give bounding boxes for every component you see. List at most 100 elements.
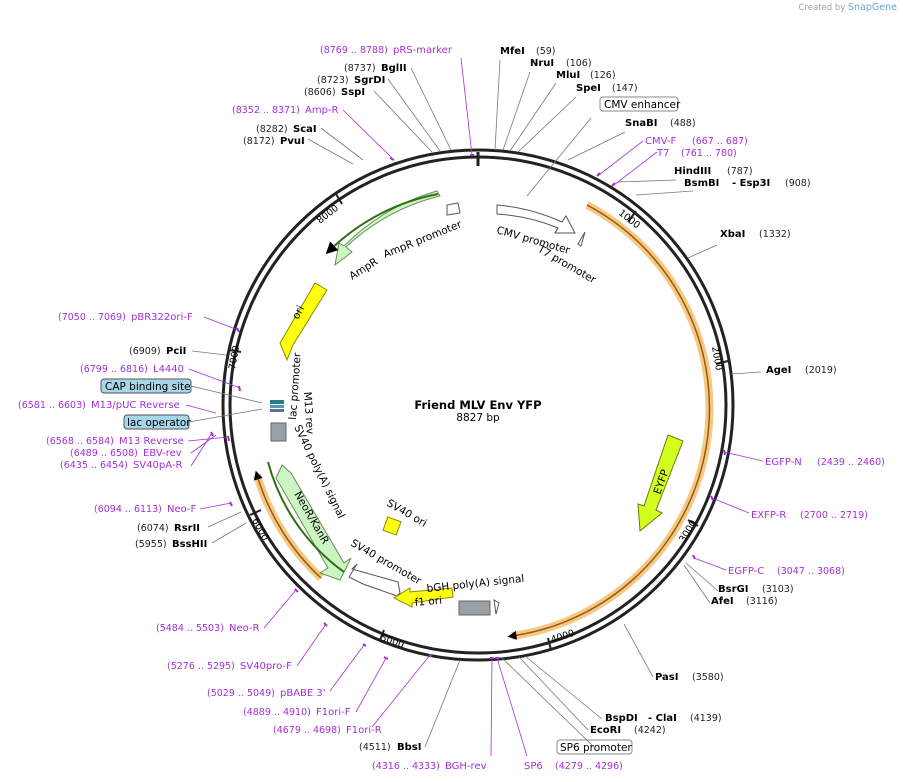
f1-ori-feature[interactable] (392, 587, 454, 608)
enzyme-ecori-pos: (4242) (634, 725, 666, 736)
sv40-promoter-feature[interactable] (348, 563, 401, 597)
enzyme-esp3i-pos: (908) (785, 178, 811, 189)
enzyme-agei-pos: (2019) (805, 365, 837, 376)
primer-neo-f[interactable]: Neo-F (167, 504, 197, 515)
cap-binding-site-box[interactable]: CAP binding site (100, 378, 192, 394)
primer-m13-puc-reverse-pos: (6581 .. 6603) (18, 400, 86, 411)
plasmid-size: 8827 bp (456, 412, 500, 424)
primer-l4440-pos: (6799 .. 6816) (80, 364, 148, 375)
enzyme-afei[interactable]: AfeI (711, 596, 734, 607)
cmv-promoter-feature[interactable] (496, 204, 576, 234)
primer-neo-r[interactable]: Neo-R (229, 623, 260, 634)
enzyme-xbai[interactable]: XbaI (720, 229, 745, 240)
primer-bgh-rev[interactable]: BGH-rev (445, 761, 487, 772)
primer-egfp-c[interactable]: EGFP-C (728, 566, 764, 577)
primer-sp6-pos: (4279 .. 4296) (555, 761, 623, 772)
bgh-label: bGH poly(A) signal (426, 573, 525, 595)
enzyme-pvui[interactable]: PvuI (280, 136, 305, 147)
enzyme-clai-pos: (4139) (690, 713, 722, 724)
primer-sv40pro-f[interactable]: SV40pro-F (240, 661, 292, 672)
plasmid-backbone (221, 148, 735, 662)
enzyme-pcii[interactable]: PciI (166, 346, 186, 357)
enzyme-rsrii[interactable]: RsrII (174, 523, 200, 534)
primer-ebv-rev[interactable]: EBV-rev (143, 448, 182, 459)
primer-egfp-n[interactable]: EGFP-N (765, 457, 802, 468)
enzyme-sspi[interactable]: SspI (341, 87, 365, 98)
amp-promoter-feature[interactable] (446, 202, 461, 216)
m13-rev-label: M13 rev (301, 391, 316, 434)
enzyme-snabi[interactable]: SnaBI (625, 118, 657, 129)
enzyme-scai[interactable]: ScaI (293, 124, 317, 135)
primer-pbr322ori-f[interactable]: pBR322ori-F (131, 312, 193, 323)
bgh-feature[interactable] (458, 600, 491, 616)
enzyme-afei-pos: (3116) (746, 596, 778, 607)
enzyme-bsshii[interactable]: BssHII (172, 539, 207, 550)
t7-promoter-feature[interactable] (577, 231, 586, 247)
primer-t7[interactable]: T7 (656, 148, 669, 159)
neor-feature[interactable] (275, 464, 352, 581)
enzyme-agei[interactable]: AgeI (766, 365, 791, 376)
primer-sv40pa-r-pos: (6435 .. 6454) (60, 460, 128, 471)
primer-sp6[interactable]: SP6 (524, 761, 543, 772)
lac-operator-box[interactable]: lac operator (123, 414, 191, 430)
primer-l4440[interactable]: L4440 (153, 364, 184, 375)
enzyme-spei-pos: (147) (612, 83, 638, 94)
primer-m13-reverse-pos: (6568 .. 6584) (46, 436, 114, 447)
sp6-small-feature[interactable] (493, 599, 500, 615)
enzyme-sgrdi[interactable]: SgrDI (354, 75, 385, 86)
enzyme-ecori[interactable]: EcoRI (590, 725, 621, 736)
enzyme-clai[interactable]: - ClaI (648, 713, 677, 724)
enzyme-hindiii-pos: (787) (727, 166, 753, 177)
tick-7000: 7000 (227, 345, 242, 371)
enzyme-esp3i[interactable]: - Esp3I (732, 178, 770, 189)
enzyme-pvui-pos: (8172) (243, 136, 275, 147)
enzyme-nrui[interactable]: NruI (530, 58, 554, 69)
enzyme-mlui-pos: (126) (590, 70, 616, 81)
primer-prs-marker-pos: (8769 .. 8788) (320, 45, 388, 56)
snapgene-credit: Created by SnapGene (799, 2, 897, 13)
ori-label: ori (290, 304, 307, 322)
orange-feature-env[interactable] (511, 201, 714, 640)
enzyme-bsmbi[interactable]: BsmBI (684, 178, 719, 189)
sp6-promoter-box[interactable]: SP6 promoter (556, 739, 633, 755)
primer-m13-reverse[interactable]: M13 Reverse (119, 436, 184, 447)
enzyme-spei[interactable]: SpeI (576, 83, 601, 94)
primer-labels: pRS-marker (8769 .. 8788) Amp-R (8352 ..… (18, 45, 885, 772)
orange-feature-neo-line (253, 470, 322, 579)
primer-f1ori-f[interactable]: F1ori-F (316, 707, 351, 718)
amp-promoter-label: AmpR promoter (382, 218, 464, 261)
primer-marks (210, 154, 726, 660)
sv40-ori-feature[interactable] (382, 516, 402, 536)
enzyme-bglii[interactable]: BglII (381, 63, 407, 74)
sp6-promoter-label: SP6 promoter (560, 742, 632, 754)
enzyme-pasi[interactable]: PasI (655, 672, 678, 683)
ori-feature[interactable] (279, 282, 328, 362)
orange-feature-env-line (507, 204, 711, 640)
enzyme-mlui[interactable]: MluI (556, 70, 580, 81)
enzyme-bbsi[interactable]: BbsI (397, 742, 421, 753)
eyfp-feature[interactable] (637, 434, 684, 532)
primer-neo-r-pos: (5484 .. 5503) (156, 623, 224, 634)
primer-f1ori-f-pos: (4889 .. 4910) (243, 707, 311, 718)
primer-f1ori-r[interactable]: F1ori-R (346, 725, 382, 736)
boxed-label-leaders (188, 385, 595, 748)
enzyme-mfei[interactable]: MfeI (500, 46, 525, 57)
primer-sv40pa-r[interactable]: SV40pA-R (133, 460, 182, 471)
primer-prs-marker[interactable]: pRS-marker (393, 45, 453, 56)
neor-orf-line (267, 461, 345, 573)
enzyme-bglii-pos: (8737) (344, 63, 376, 74)
cmv-enhancer-box[interactable]: CMV enhancer (599, 96, 681, 112)
primer-cmv-f[interactable]: CMV-F (645, 136, 676, 147)
primer-m13-puc-reverse[interactable]: M13/pUC Reverse (91, 400, 180, 411)
lac-region-features[interactable] (270, 400, 287, 442)
enzyme-bspdi[interactable]: BspDI (605, 713, 638, 724)
primer-pbabe-3[interactable]: pBABE 3' (280, 688, 326, 699)
primer-amp-r[interactable]: Amp-R (305, 105, 339, 116)
enzyme-bsrgi[interactable]: BsrGI (718, 584, 748, 595)
enzyme-hindiii[interactable]: HindIII (674, 166, 711, 177)
primer-exfp-r[interactable]: EXFP-R (751, 510, 786, 521)
enzyme-mfei-pos: (59) (536, 46, 556, 57)
enzyme-nrui-pos: (106) (566, 58, 592, 69)
ampr-label: AmpR (347, 256, 380, 283)
